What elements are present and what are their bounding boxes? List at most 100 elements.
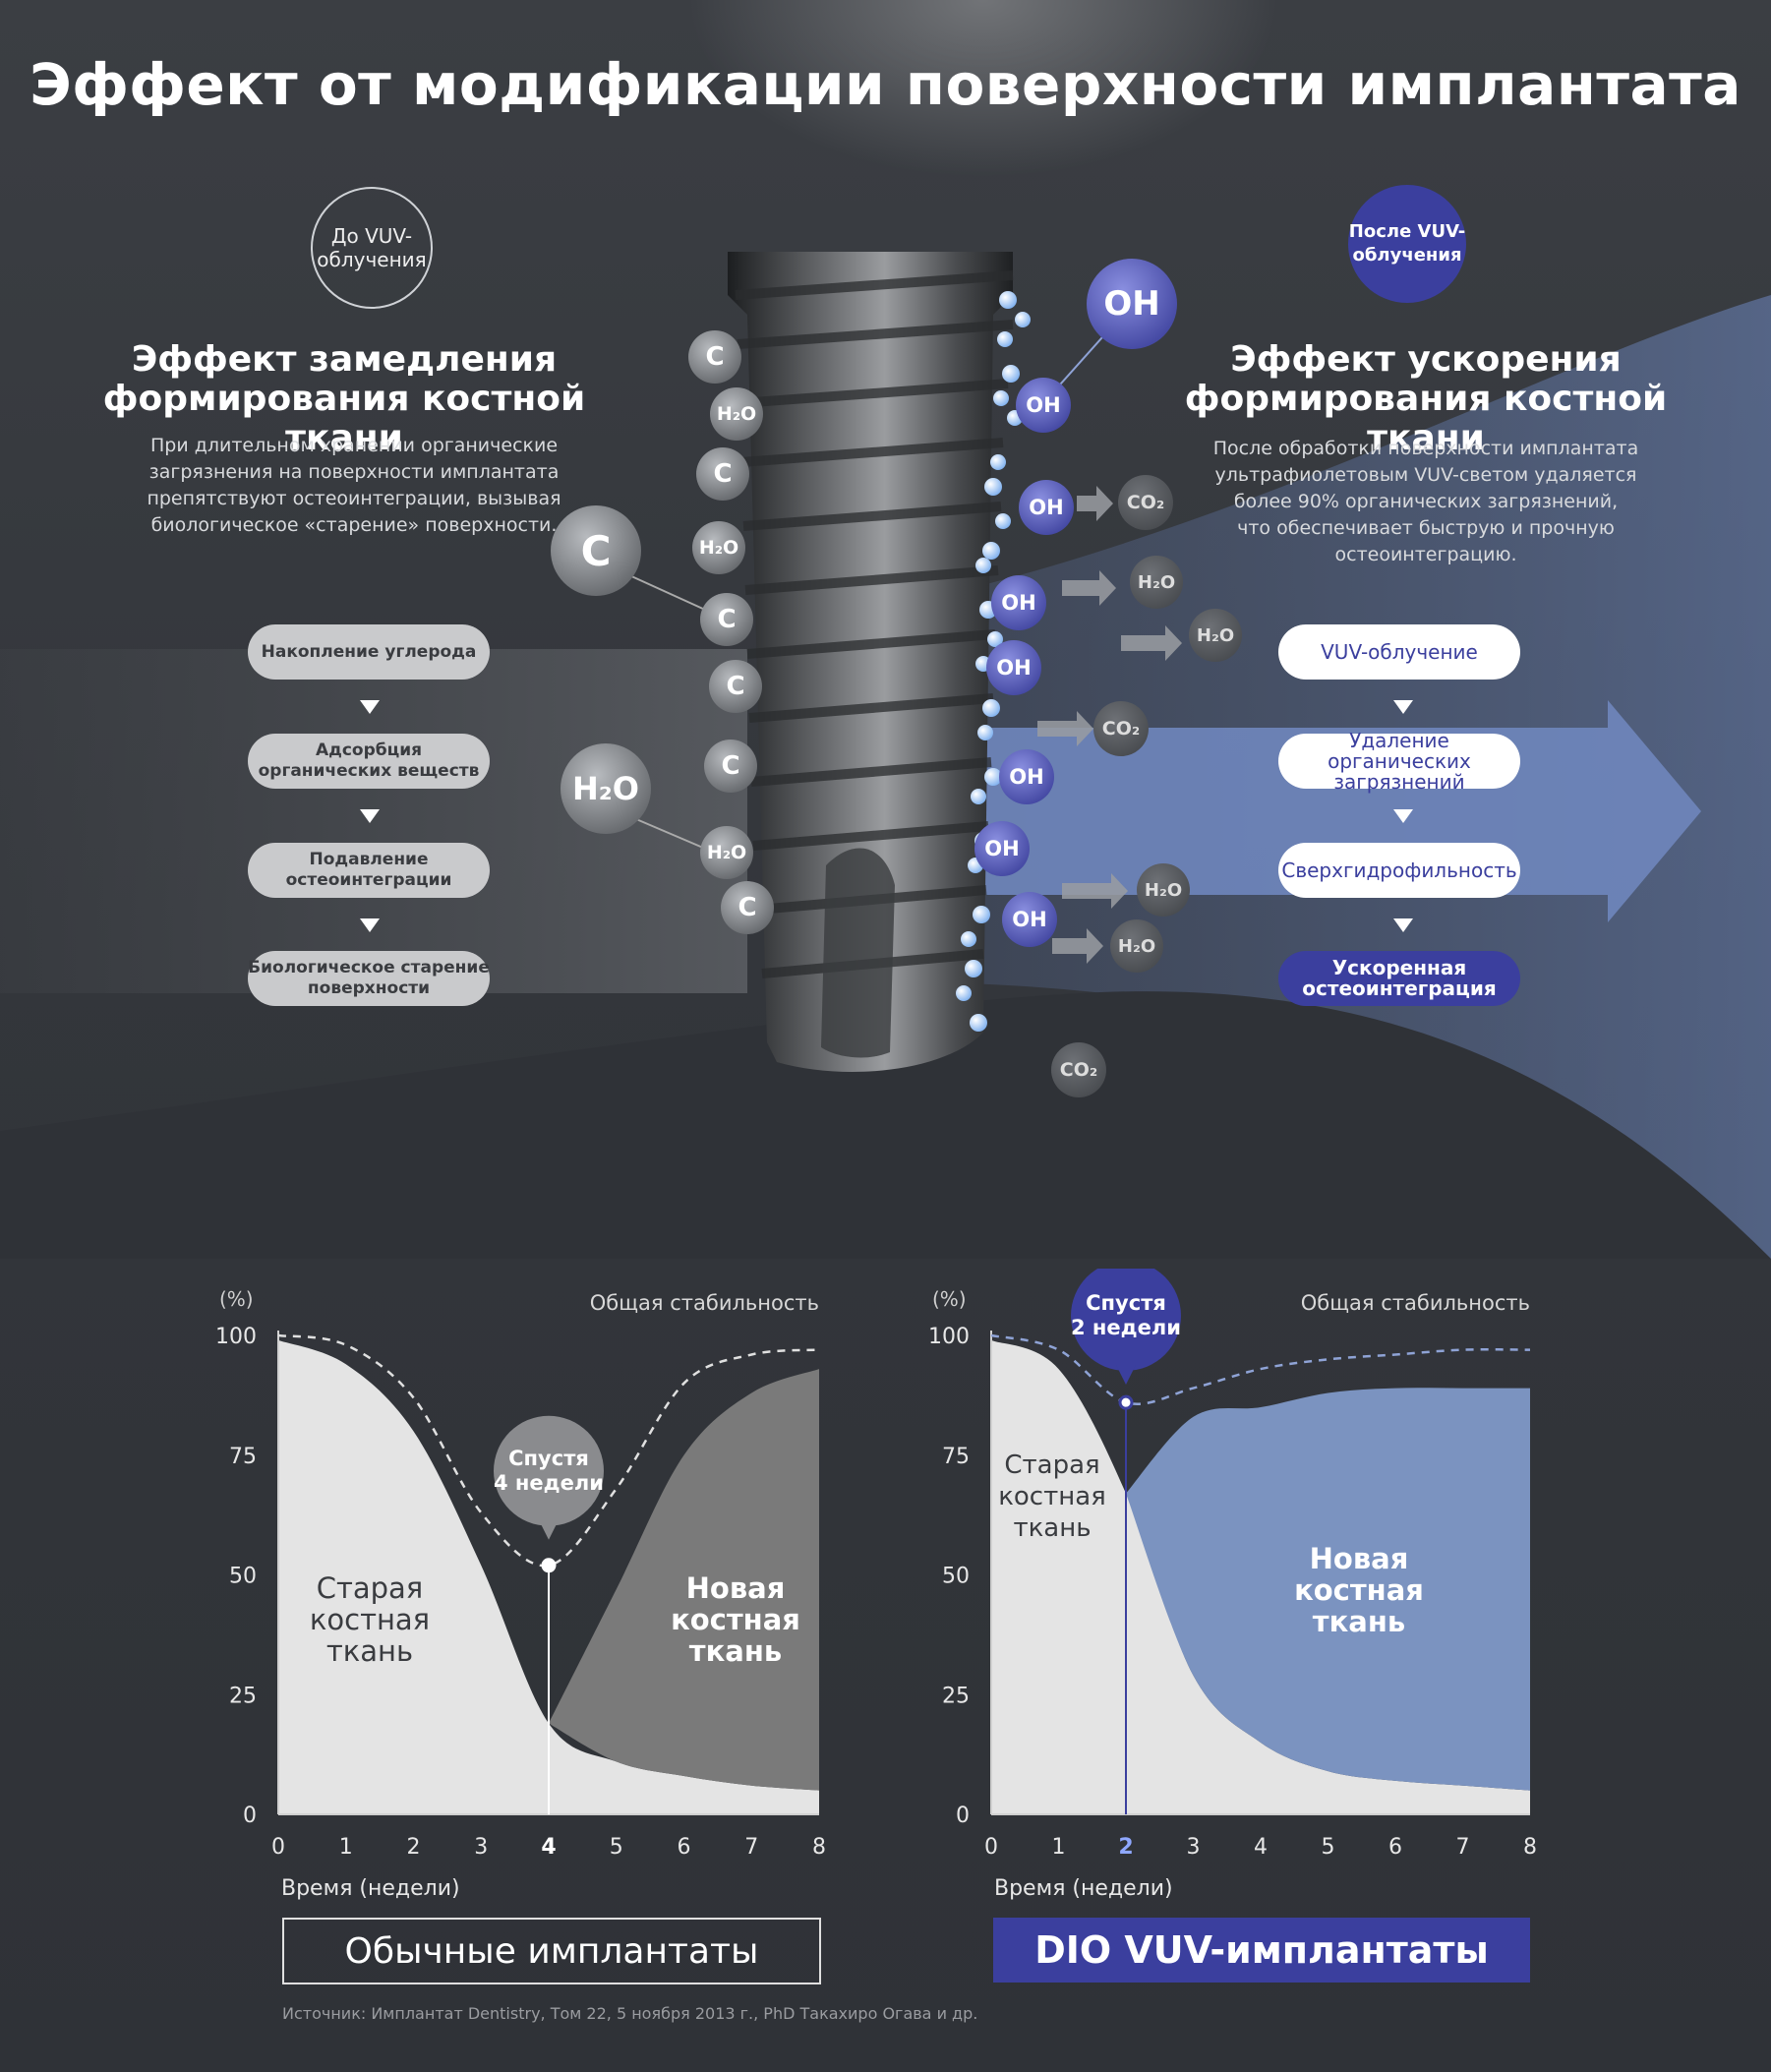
y-tick-label: 100 (928, 1325, 970, 1349)
molecule-c: C (704, 740, 757, 793)
legend-vuv: DIO VUV-имплантаты (993, 1918, 1530, 1983)
molecule-oh: OH (999, 749, 1054, 804)
down-arrow-icon (1393, 700, 1413, 714)
series-label-new: ткань (689, 1634, 782, 1668)
dark-swoosh (0, 991, 1771, 1259)
y-tick-label: 0 (956, 1804, 970, 1828)
x-axis-label: Время (недели) (994, 1876, 1173, 1901)
molecule-oh-large: OH (1087, 259, 1177, 349)
molecule-c-large: C (551, 505, 641, 596)
callout-text: 4 недели (494, 1471, 604, 1495)
x-tick-label: 5 (1322, 1835, 1335, 1860)
left-description: При длительном хранении органические заг… (147, 435, 561, 536)
left-step-3: Подавление остеоинтеграции (248, 843, 490, 898)
callout-text: 2 недели (1071, 1316, 1181, 1339)
series-label-new: костная (671, 1603, 800, 1636)
callout-circle (494, 1415, 604, 1526)
callout-circle (1071, 1269, 1181, 1371)
badge-before-vuv: До VUV- облучения (311, 187, 433, 309)
series-label-new: костная (1294, 1573, 1424, 1607)
x-tick-label: 1 (1052, 1835, 1066, 1860)
series-label-old: ткань (1013, 1513, 1091, 1543)
right-heading: Эффект ускорения формирования костной тк… (1184, 339, 1668, 458)
series-label-new: ткань (1313, 1605, 1405, 1638)
molecule-co2: CO₂ (1118, 475, 1173, 530)
highlight-point (541, 1558, 557, 1573)
x-tick-label: 6 (1388, 1835, 1402, 1860)
callout-pointer (1116, 1365, 1136, 1385)
molecule-oh: OH (1002, 892, 1057, 947)
x-axis-label: Время (недели) (281, 1876, 460, 1901)
molecule-h2o: H₂O (1189, 609, 1242, 662)
x-tick-label: 1 (339, 1835, 353, 1860)
x-tick-label: 0 (271, 1835, 285, 1860)
down-arrow-icon (1393, 918, 1413, 932)
flow-graphic (0, 252, 1771, 1259)
molecule-oh: OH (986, 640, 1041, 695)
y-tick-label: 25 (942, 1684, 970, 1708)
x-tick-label: 4 (1254, 1835, 1268, 1860)
right-step-4: Ускоренная остеоинтеграция (1278, 951, 1520, 1006)
stability-line (990, 1333, 1531, 1405)
x-tick-label: 3 (474, 1835, 488, 1860)
molecule-c: C (700, 593, 753, 646)
badge-after-vuv: После VUV- облучения (1348, 185, 1466, 303)
x-tick-label: 8 (1523, 1835, 1537, 1860)
molecule-oh: OH (991, 575, 1046, 630)
molecule-co2: CO₂ (1093, 701, 1149, 756)
y-axis-label: (%) (219, 1287, 254, 1311)
stability-label: Общая стабильность (1301, 1291, 1530, 1315)
y-tick-label: 50 (229, 1565, 257, 1589)
series-label-old: Старая (317, 1571, 424, 1605)
y-axis-label: (%) (932, 1287, 967, 1311)
molecule-h2o: H₂O (1110, 919, 1163, 973)
y-tick-label: 25 (229, 1684, 257, 1708)
series-label-new: Новая (1310, 1542, 1409, 1575)
molecule-c: C (696, 447, 749, 501)
left-heading: Эффект замедления формирования костной т… (102, 339, 586, 458)
down-arrow-icon (360, 700, 380, 714)
right-description: После обработки поверхности имплантата у… (1212, 438, 1639, 565)
right-step-3: Сверхгидрофильность (1278, 843, 1520, 898)
highlight-point (1118, 1394, 1134, 1410)
molecule-oh: OH (1016, 378, 1071, 433)
molecule-c: C (688, 330, 741, 384)
area-old-bone (278, 1339, 819, 1814)
series-label-old: Старая (1004, 1450, 1099, 1480)
series-label-old: ткань (326, 1634, 413, 1668)
molecule-h2o: H₂O (692, 521, 745, 574)
x-tick-label: 2 (1118, 1835, 1133, 1860)
y-tick-label: 0 (243, 1804, 257, 1828)
molecule-h2o-large: H₂O (561, 743, 651, 834)
source-note: Источник: Имплантат Dentistry, Том 22, 5… (282, 2004, 978, 2023)
area-new-bone (1126, 1388, 1530, 1791)
y-tick-label: 50 (942, 1565, 970, 1589)
down-arrow-icon (1393, 809, 1413, 823)
x-tick-label: 0 (984, 1835, 998, 1860)
page-title: Эффект от модификации поверхности имплан… (30, 51, 1741, 118)
series-label-old: костная (998, 1482, 1106, 1511)
y-tick-label: 75 (229, 1445, 257, 1469)
down-arrow-icon (360, 809, 380, 823)
y-tick-label: 100 (215, 1325, 257, 1349)
series-label-old: костная (310, 1603, 430, 1636)
molecule-co2: CO₂ (1051, 1042, 1106, 1097)
left-step-2: Адсорбция органических веществ (248, 734, 490, 789)
x-tick-label: 4 (541, 1835, 556, 1860)
left-step-4: Биологическое старение поверхности (248, 951, 490, 1006)
stability-label: Общая стабильность (590, 1291, 819, 1315)
molecule-c: C (721, 881, 774, 934)
implant (728, 252, 1014, 1072)
x-tick-label: 2 (407, 1835, 421, 1860)
molecule-oh: OH (974, 821, 1030, 876)
x-tick-label: 5 (610, 1835, 623, 1860)
left-step-1: Накопление углерода (248, 624, 490, 680)
area-new-bone (549, 1369, 819, 1791)
callout-text: Спустя (1086, 1291, 1166, 1315)
molecule-c: C (709, 660, 762, 713)
x-tick-label: 8 (812, 1835, 826, 1860)
